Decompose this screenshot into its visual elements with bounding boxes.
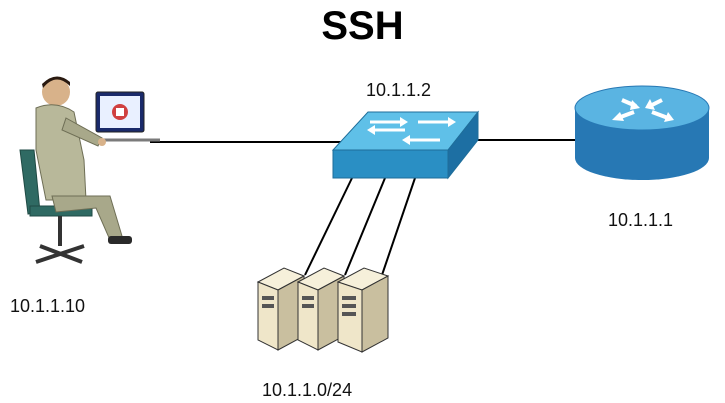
switch-icon <box>331 110 480 180</box>
server-2-icon <box>296 267 346 351</box>
server-subnet-label: 10.1.1.0/24 <box>262 380 353 400</box>
link-switch-server-3 <box>381 177 416 276</box>
user-at-laptop-icon <box>19 76 160 264</box>
router-icon <box>574 85 710 180</box>
pc-ip-label: 10.1.1.10 <box>10 296 86 316</box>
router-ip-label: 10.1.1.1 <box>608 210 674 230</box>
link-switch-server-1 <box>304 177 353 276</box>
switch-ip-label: 10.1.1.2 <box>366 80 432 100</box>
server-1-icon <box>256 267 306 351</box>
server-group-icon <box>256 267 390 353</box>
server-3-icon <box>336 267 390 353</box>
diagram-title: SSH <box>321 4 404 48</box>
link-switch-server-2 <box>344 177 386 276</box>
